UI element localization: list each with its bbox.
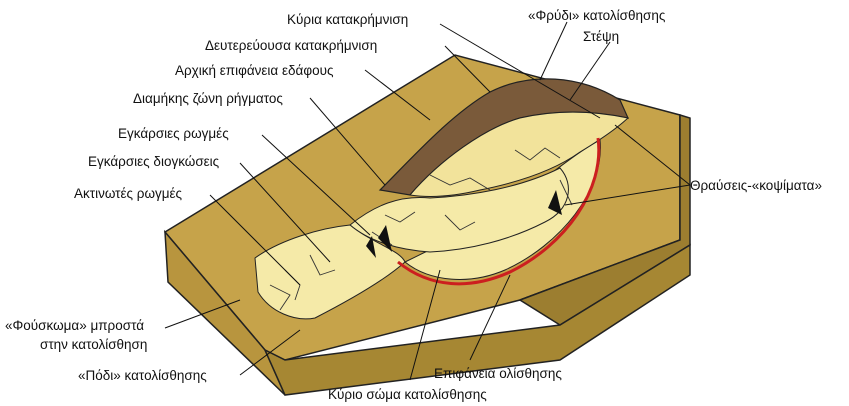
label-minor-scarp: Δευτερεύουσα κατακρήμνιση — [205, 38, 377, 53]
label-original-ground-surface: Αρχική επιφάνεια εδάφους — [175, 63, 334, 78]
label-longitudinal-cracks: Διαμήκης ζώνη ρήγματος — [133, 91, 283, 106]
label-main-scarp: Κύρια κατακρήμνιση — [287, 12, 408, 27]
label-main-body: Κύριο σώμα κατολίσθησης — [328, 387, 487, 402]
label-foot: «Πόδι» κατολίσθησης — [78, 368, 207, 383]
label-toe-bulge-line2: στην κατολίσθηση — [40, 337, 147, 352]
label-crown: Στέψη — [583, 29, 619, 44]
label-minor-scarps-breaks: Θραύσεις-«κοψίματα» — [690, 178, 822, 193]
label-toe-bulge-line1: «Φούσκωμα» μπροστά — [5, 318, 144, 333]
label-transverse-cracks: Εγκάρσιες ρωγμές — [118, 126, 229, 141]
label-surface-of-rupture: Επιφάνεια ολίσθησης — [434, 366, 562, 381]
label-transverse-ridges: Εγκάρσιες διογκώσεις — [88, 154, 220, 169]
label-radial-cracks: Ακτινωτές ρωγμές — [74, 186, 183, 201]
label-main-scarp-flank: «Φρύδι» κατολίσθησης — [528, 8, 666, 23]
